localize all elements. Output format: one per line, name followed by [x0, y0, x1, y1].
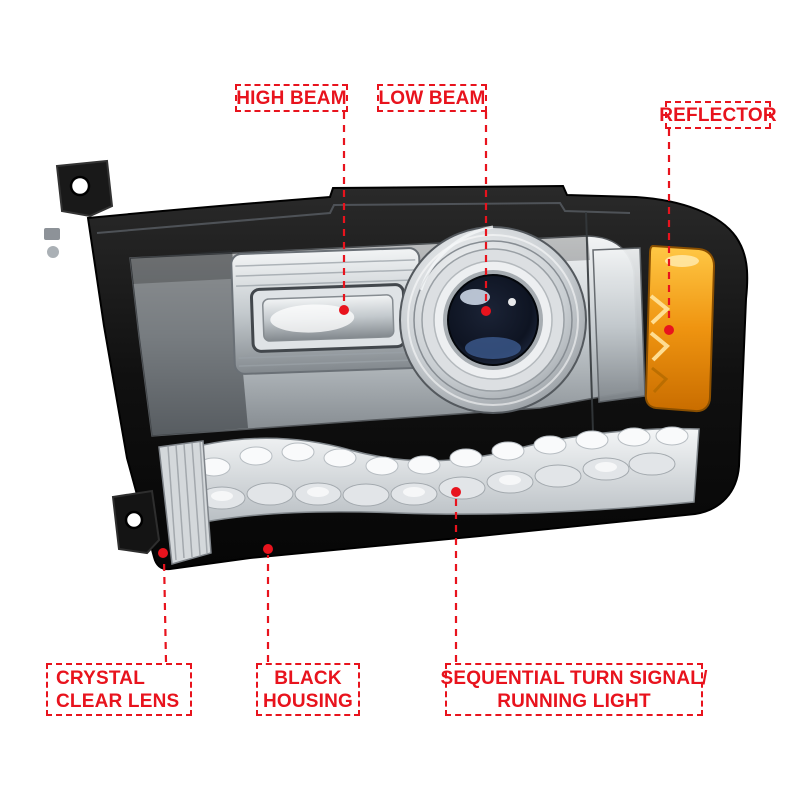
led-running-light-bar	[173, 426, 700, 528]
callout-label-crystal-line2: CLEAR LENS	[56, 690, 180, 712]
callout-label-sequential-line2: RUNNING LIGHT	[497, 690, 651, 712]
mounting-tab-bottom	[111, 489, 161, 555]
amber-side-reflector	[644, 244, 716, 413]
low-beam-projector	[399, 225, 587, 414]
callout-crystal-clear-lens: CRYSTAL CLEAR LENS	[46, 663, 192, 716]
high-beam-reflector	[230, 247, 424, 375]
callout-sequential-turn-signal: SEQUENTIAL TURN SIGNAL/ RUNNING LIGHT	[440, 663, 707, 716]
callout-high-beam: HIGH BEAM	[235, 84, 348, 112]
callout-label-black-housing-line2: HOUSING	[262, 690, 354, 712]
callout-reflector: REFLECTOR	[659, 101, 777, 129]
callout-label-black-housing-line1: BLACK	[274, 667, 342, 689]
callout-label-crystal-line1: CRYSTAL	[56, 667, 146, 689]
callout-label-high-beam: HIGH BEAM	[236, 87, 347, 109]
crystal-clear-lens-edge	[158, 440, 212, 565]
mounting-tab-top	[44, 159, 114, 258]
callout-label-reflector: REFLECTOR	[659, 104, 777, 126]
callout-black-housing: BLACK HOUSING	[256, 663, 360, 716]
callout-label-sequential-line1: SEQUENTIAL TURN SIGNAL/	[440, 667, 708, 689]
callout-low-beam: LOW BEAM	[377, 84, 487, 112]
callout-label-low-beam: LOW BEAM	[378, 87, 486, 109]
